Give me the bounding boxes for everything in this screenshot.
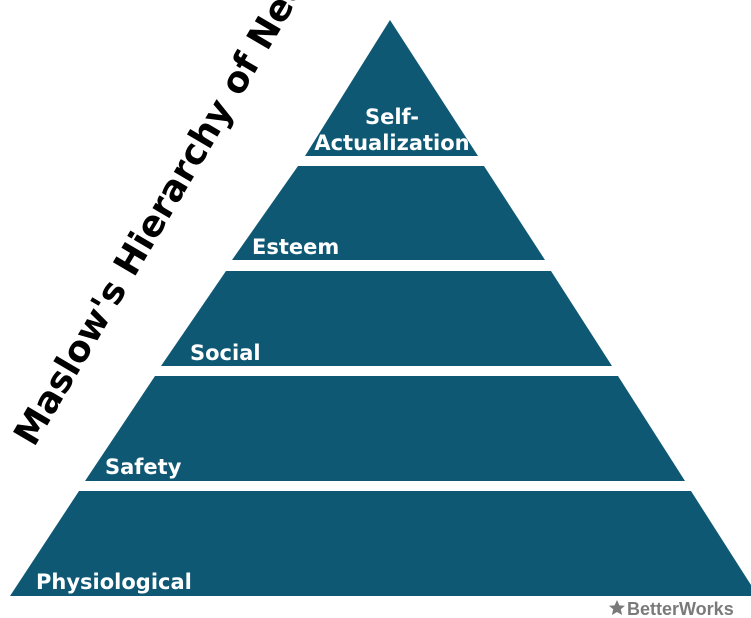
tier-label-self-line1: Self- [365, 105, 419, 129]
brand-logo-text: BetterWorks [627, 599, 734, 618]
tier-safety [85, 376, 685, 481]
tier-label-self-line2: Actualization [314, 131, 469, 155]
tier-label-physiological: Physiological [36, 570, 192, 594]
tier-self-actualization [305, 20, 478, 156]
tier-label-social: Social [190, 341, 261, 365]
tier-esteem [232, 166, 545, 260]
tier-label-esteem: Esteem [252, 235, 339, 259]
tier-label-safety: Safety [105, 455, 182, 479]
star-icon [609, 600, 625, 615]
tier-social [161, 271, 612, 366]
tier-physiological [10, 491, 751, 596]
